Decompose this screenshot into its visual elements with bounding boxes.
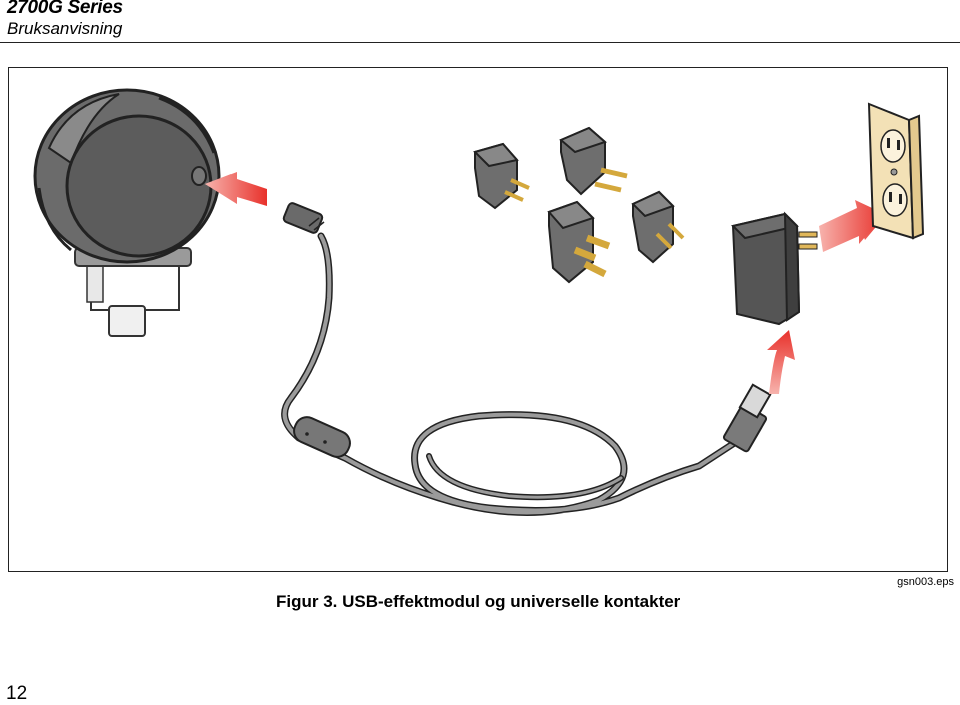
usb-power-adapter: [731, 211, 818, 326]
arrow-usb-to-adapter: [767, 330, 795, 394]
plug-adapter-europe: [473, 142, 530, 210]
pressure-gauge-device: [33, 88, 221, 337]
usb-cable: [281, 232, 743, 516]
figure-file-id: gsn003.eps: [897, 576, 954, 588]
round-connector-plug: [282, 202, 325, 234]
figure-caption: Figur 3. USB-effektmodul og universelle …: [276, 592, 681, 611]
plug-adapter-us: [559, 126, 628, 196]
page-number: 12: [6, 683, 28, 704]
figure-illustration: [8, 67, 948, 572]
plug-adapter-uk: [547, 200, 611, 284]
plug-adapter-australia: [631, 190, 685, 264]
wall-outlet: [867, 102, 925, 240]
ferrite-bead: [293, 416, 351, 458]
header-manual-title: Bruksanvisning: [7, 19, 123, 38]
usb-plug: [722, 383, 772, 453]
header-divider: [0, 42, 960, 43]
header-series-title: 2700G Series: [7, 0, 123, 18]
